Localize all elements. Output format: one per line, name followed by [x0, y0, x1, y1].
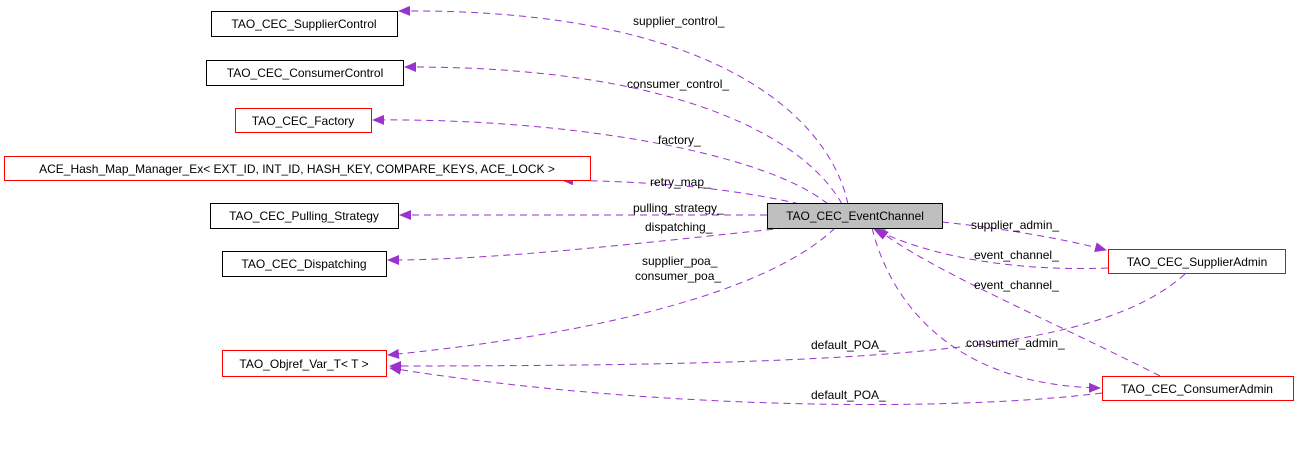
node-label: TAO_CEC_SupplierControl: [231, 17, 376, 31]
node-label: TAO_CEC_ConsumerAdmin: [1121, 382, 1273, 396]
edge-factory: [372, 114, 829, 205]
node-event-channel: TAO_CEC_EventChannel: [767, 203, 943, 229]
label-dispatching: dispatching_: [645, 220, 713, 234]
edge-event-channel-ca: [876, 228, 1161, 377]
node-supplier-admin[interactable]: TAO_CEC_SupplierAdmin: [1108, 249, 1286, 274]
edges: [372, 5, 1186, 406]
node-label: TAO_CEC_Factory: [252, 114, 354, 128]
label-event-channel-sa: event_channel_: [974, 248, 1059, 262]
label-default-poa-sa: default_POA_: [811, 338, 886, 352]
edge-labels: supplier_control_ consumer_control_ fact…: [627, 14, 1065, 402]
label-consumer-poa: consumer_poa_: [635, 269, 721, 283]
label-supplier-admin: supplier_admin_: [971, 218, 1059, 232]
node-label: TAO_CEC_ConsumerControl: [227, 66, 384, 80]
node-factory[interactable]: TAO_CEC_Factory: [235, 108, 372, 133]
node-supplier-control[interactable]: TAO_CEC_SupplierControl: [211, 11, 398, 37]
node-dispatching[interactable]: TAO_CEC_Dispatching: [222, 251, 387, 277]
node-consumer-control[interactable]: TAO_CEC_ConsumerControl: [206, 60, 404, 86]
label-supplier-control: supplier_control_: [633, 14, 725, 28]
edge-consumer-admin: [871, 227, 1101, 393]
label-retry-map: retry_map_: [650, 175, 711, 189]
label-consumer-control: consumer_control_: [627, 77, 729, 91]
edge-supplier-admin: [941, 221, 1107, 253]
node-label: TAO_CEC_EventChannel: [786, 209, 924, 223]
edge-default-poa-ca: [389, 364, 1103, 406]
node-objref[interactable]: TAO_Objref_Var_T< T >: [222, 350, 387, 377]
label-supplier-poa: supplier_poa_: [642, 254, 718, 268]
edge-retry-map: [561, 175, 801, 205]
node-hash-map[interactable]: ACE_Hash_Map_Manager_Ex< EXT_ID, INT_ID,…: [4, 156, 591, 181]
label-default-poa-ca: default_POA_: [811, 388, 886, 402]
node-pulling-strategy[interactable]: TAO_CEC_Pulling_Strategy: [210, 203, 399, 229]
label-pulling-strategy: pulling_strategy_: [633, 201, 724, 215]
edge-default-poa-sa: [389, 273, 1186, 371]
edge-poa: [387, 227, 836, 359]
node-label: TAO_CEC_Pulling_Strategy: [229, 209, 379, 223]
node-label: ACE_Hash_Map_Manager_Ex< EXT_ID, INT_ID,…: [39, 162, 555, 176]
node-label: TAO_Objref_Var_T< T >: [239, 357, 368, 371]
edge-consumer-control: [404, 61, 843, 205]
node-label: TAO_CEC_SupplierAdmin: [1127, 255, 1268, 269]
node-consumer-admin[interactable]: TAO_CEC_ConsumerAdmin: [1102, 376, 1294, 401]
edge-event-channel-sa: [873, 228, 1109, 269]
label-consumer-admin: consumer_admin_: [966, 336, 1065, 350]
node-label: TAO_CEC_Dispatching: [241, 257, 366, 271]
label-factory: factory_: [658, 133, 701, 147]
label-event-channel-ca: event_channel_: [974, 278, 1059, 292]
edge-supplier-control: [398, 5, 849, 205]
edge-dispatching: [387, 227, 786, 265]
